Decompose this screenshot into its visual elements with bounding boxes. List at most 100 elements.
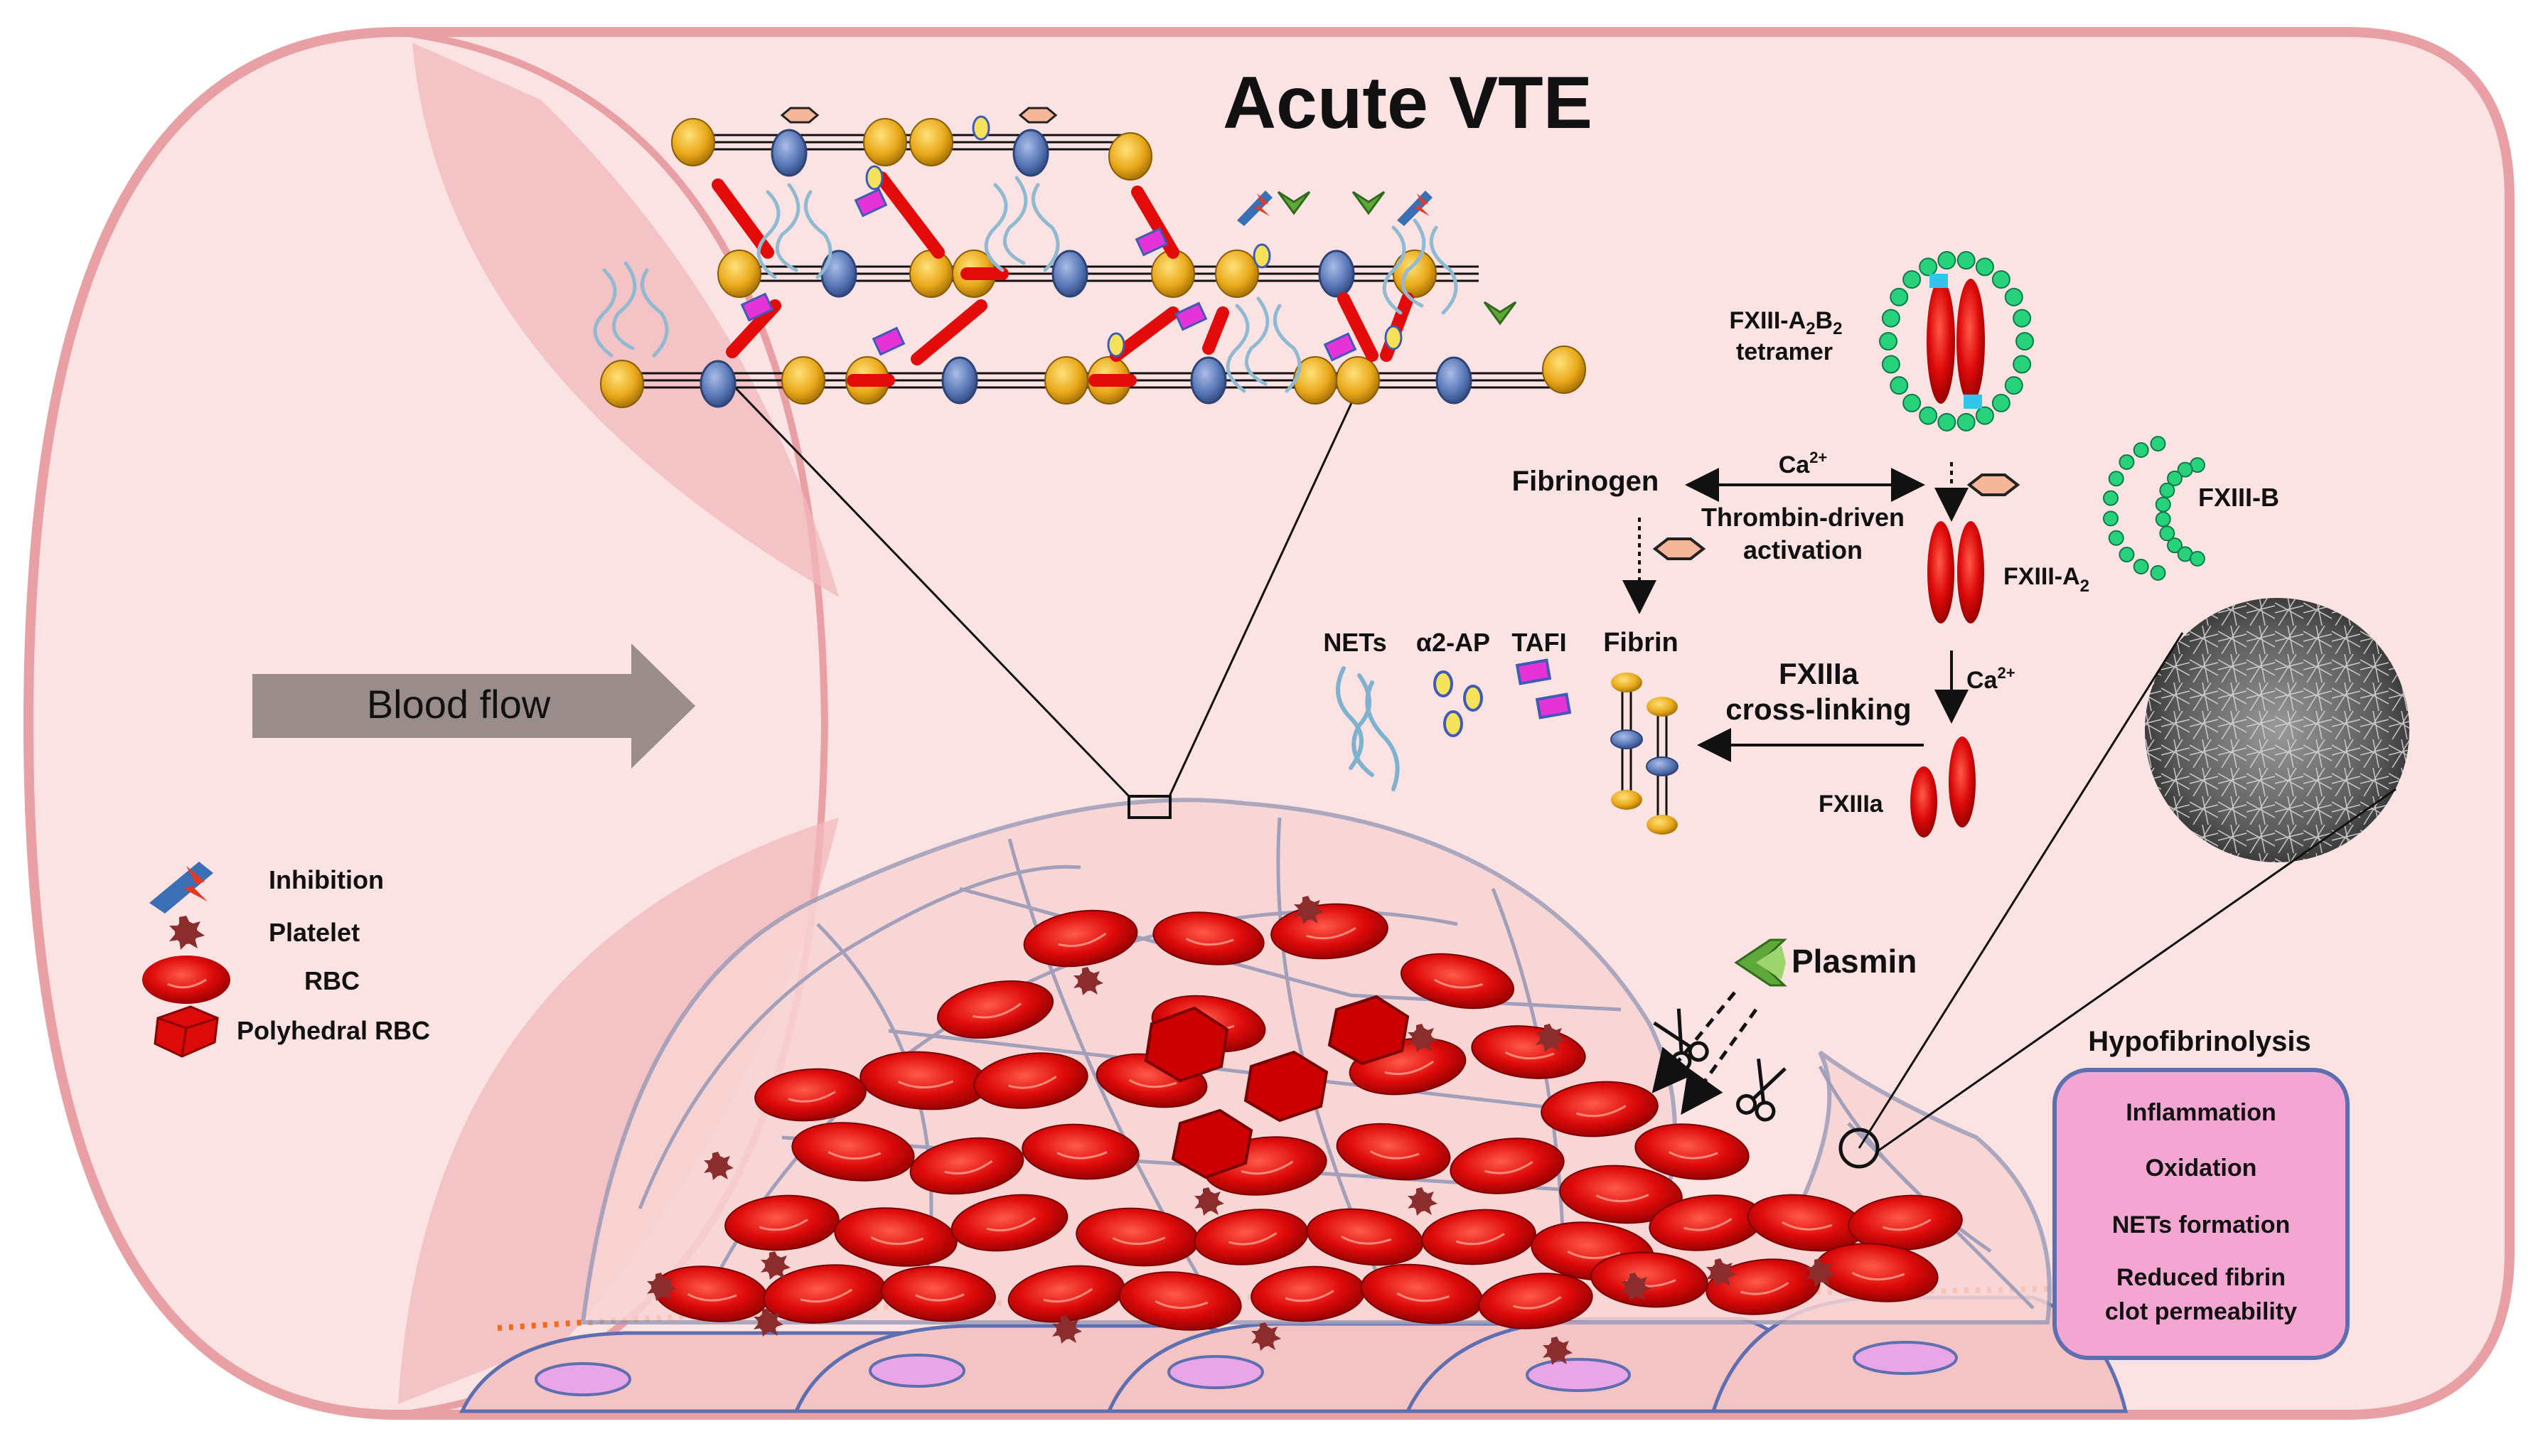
fxiii-b-bead <box>1879 332 1897 350</box>
fxiii-b-bead <box>2155 511 2171 528</box>
red-blood-cell <box>1400 953 1515 1010</box>
fibrin-network-zoom <box>593 107 1586 408</box>
fxiii-b-bead <box>1975 406 1994 425</box>
fxiii-b-bead <box>2102 510 2119 527</box>
thrombin-label-line2: activation <box>1743 535 1863 564</box>
hypo-item-oxidation: Oxidation <box>2146 1155 2257 1182</box>
net-strand <box>756 183 832 279</box>
tafi-icon <box>1515 658 1572 719</box>
thrombin-molecule <box>1018 107 1058 124</box>
fxiii-b-bead <box>1881 309 1900 328</box>
platelet-icon <box>169 916 205 950</box>
platelet-cluster <box>647 896 1836 1365</box>
fxiii-b-bead <box>2108 530 2124 546</box>
red-blood-cell <box>860 1051 989 1110</box>
fxiii-a2-label: FXIII-A2 <box>2003 563 2089 596</box>
plasmin-cleavage-arrows <box>1651 991 1758 1115</box>
fxiii-b-bead <box>1956 251 1976 270</box>
fibrin-d-domain <box>909 250 953 298</box>
fibrin-d-domain <box>717 250 761 298</box>
net-strand <box>1382 218 1458 315</box>
fxiii-b-bead <box>2150 436 2166 452</box>
tafi-molecule <box>1174 301 1208 331</box>
red-blood-cell <box>909 1137 1024 1195</box>
thrombin-hexagon-1 <box>1966 473 2020 496</box>
zoom-line-left <box>713 365 1132 799</box>
fxiii-b-bead <box>2150 564 2166 581</box>
red-blood-cell <box>1076 1207 1199 1267</box>
fibrin-d-domain <box>1336 356 1380 405</box>
red-blood-cell <box>1421 1209 1536 1265</box>
fxiii-b-bead <box>2159 525 2175 542</box>
fxiii-b-bead <box>2133 558 2149 574</box>
fxiii-b-bead <box>1991 393 2010 412</box>
zoom-line-right <box>1167 365 1370 798</box>
fxiii-b-bead <box>2013 309 2032 328</box>
platelet <box>754 1308 783 1337</box>
red-blood-cell <box>973 1052 1088 1109</box>
fxiii-b-bead <box>2133 442 2149 459</box>
red-blood-cell <box>834 1207 958 1267</box>
red-blood-cell <box>1541 1081 1659 1138</box>
platelet <box>1294 896 1324 924</box>
fxiii-b-bead <box>1890 376 1909 395</box>
fxiiia-crosslink <box>1110 306 1179 362</box>
fxiiia-subunit-right <box>1949 737 1976 828</box>
fxiii-b-bead <box>1975 257 1994 277</box>
plasmin-molecule <box>1277 191 1311 215</box>
ca-label-lower: Ca2+ <box>1966 664 2015 694</box>
fxiii-b-bead <box>2004 287 2023 306</box>
fibrin-d-domain <box>1215 250 1259 298</box>
net-strand <box>984 176 1060 272</box>
platelet <box>647 1273 677 1301</box>
fibrinogen-label: Fibrinogen <box>1512 466 1659 497</box>
fxiii-b-bead <box>2155 496 2171 513</box>
fxiii-b-bead <box>2102 490 2119 506</box>
hypo-item-nets-formation: NETs formation <box>2112 1211 2291 1238</box>
fxiii-b-bead <box>1881 355 1900 374</box>
tafi-molecule <box>740 292 774 322</box>
tafi-molecule <box>1323 332 1357 362</box>
a2ap-label: α2-AP <box>1416 628 1490 657</box>
platelet <box>761 1251 791 1280</box>
fxiii-tetramer <box>1879 251 2034 432</box>
polyhedral-rbc-icon <box>154 1005 219 1058</box>
red-blood-cell <box>1336 1123 1451 1181</box>
fibrin-d-domain <box>1393 250 1437 298</box>
red-blood-cell <box>1559 1165 1683 1224</box>
a2ap-molecule <box>865 165 884 191</box>
fibrin-d-domain <box>781 356 825 405</box>
platelet <box>1194 1187 1224 1216</box>
fxiii-b-bead <box>2166 470 2183 486</box>
scissors-icon <box>1653 1008 1709 1072</box>
inhibition-icon <box>1397 191 1433 226</box>
red-blood-cell <box>1634 1123 1750 1180</box>
fibrin-e-domain <box>941 356 978 405</box>
fxiiia-crosslink <box>1202 306 1229 355</box>
a2ap-molecule <box>972 115 990 141</box>
fibrin-sem-micrograph <box>1838 598 2409 1169</box>
a2ap-molecule <box>1107 332 1125 358</box>
fxiii-b-subunit <box>2102 436 2205 581</box>
fxiiia-subunit-left <box>1910 766 1937 837</box>
fxiii-b-bead <box>2108 471 2124 487</box>
fibrin-e-domain <box>1051 250 1088 298</box>
fibrin-d-domain <box>671 118 715 166</box>
fxiiia-crosslink <box>1337 292 1378 362</box>
platelet <box>1408 1187 1437 1216</box>
legend-platelet-label: Platelet <box>269 918 360 947</box>
fxiii-b-bead <box>2004 376 2023 395</box>
fxiii-b-bead <box>2119 454 2135 470</box>
red-blood-cell <box>1152 911 1265 965</box>
tafi-molecule <box>854 188 888 218</box>
platelet <box>1251 1322 1281 1351</box>
red-blood-cell <box>791 1122 915 1182</box>
fxiii-b-bead <box>2013 355 2032 374</box>
fxiii-b-bead <box>2159 482 2175 498</box>
platelet <box>1073 967 1103 995</box>
fxiii-tetramer-label-line2: tetramer <box>1736 338 1833 365</box>
rbc-legend-icon <box>142 956 230 1004</box>
hypo-item-reduced-fibrin: Reduced fibrin <box>2116 1264 2286 1291</box>
vessel-wall-fold-top <box>412 43 839 597</box>
hypo-item-inflammation: Inflammation <box>2126 1099 2276 1126</box>
